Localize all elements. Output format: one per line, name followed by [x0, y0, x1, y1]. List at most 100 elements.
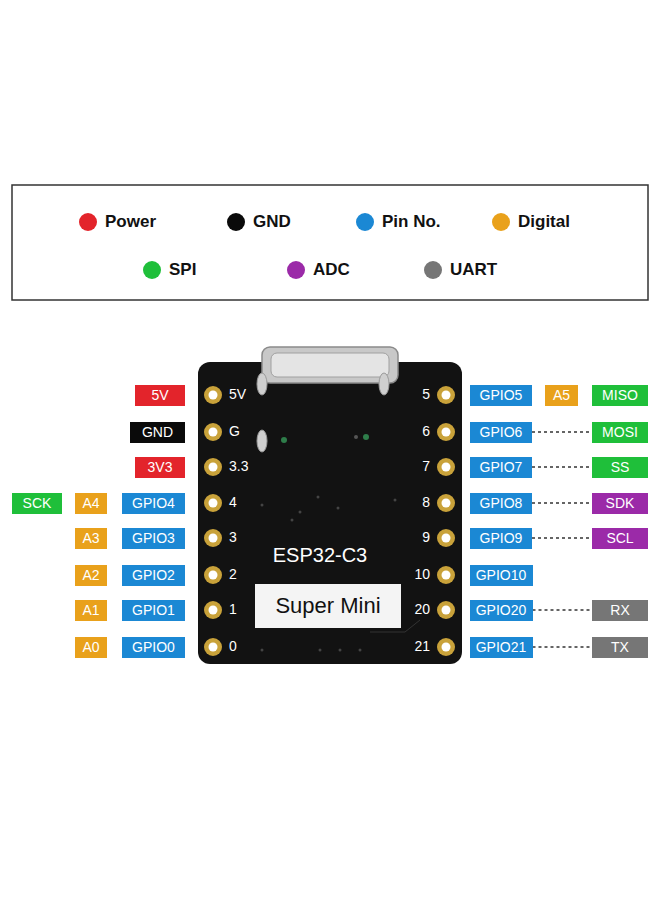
via	[359, 649, 362, 652]
dashed-leader	[533, 609, 593, 611]
legend-text: SPI	[169, 261, 196, 280]
castellated-pad	[437, 423, 455, 441]
gpio-pin-box: GPIO21	[470, 637, 533, 658]
gpio-pin-box: GPIO3	[122, 528, 185, 549]
silkscreen-pin-number: 3.3	[229, 459, 248, 474]
gpio-pin-box: GPIO2	[122, 565, 185, 586]
pad-hole	[442, 606, 451, 615]
analog-pin-box: A1	[75, 600, 107, 621]
pad-hole	[209, 499, 218, 508]
pin-name: GPIO9	[480, 528, 523, 549]
castellated-pad	[437, 458, 455, 476]
legend-text: Power	[105, 213, 156, 232]
gpio-pin-box: GPIO5	[470, 385, 532, 406]
pin-name: GND	[142, 422, 173, 443]
pad-column-right	[437, 386, 455, 656]
legend-text: ADC	[313, 261, 350, 280]
silkscreen-pin-number: 3	[229, 530, 237, 545]
pin-name: GPIO1	[132, 600, 175, 621]
castellated-pad	[437, 529, 455, 547]
pin-name: GPIO21	[476, 637, 527, 658]
smd-part	[379, 373, 389, 395]
pin-name: A0	[82, 637, 99, 658]
usb-c-port	[262, 347, 398, 383]
pin-name: GPIO10	[476, 565, 527, 586]
uart-pin-box: TX	[592, 637, 648, 658]
gpio-pin-box: GPIO6	[470, 422, 532, 443]
castellated-pad	[204, 529, 222, 547]
pad-hole	[442, 499, 451, 508]
power-pin-box: 3V3	[135, 457, 185, 478]
silkscreen-panel	[255, 584, 401, 628]
uart-pin-box: RX	[592, 600, 648, 621]
pin-name: TX	[611, 637, 629, 658]
pin-name: SDK	[606, 493, 635, 514]
pad-hole	[442, 534, 451, 543]
pad-hole	[442, 571, 451, 580]
legend-text: Pin No.	[382, 213, 441, 232]
castellated-pad	[437, 638, 455, 656]
smd-part	[257, 373, 267, 395]
pin-name: GPIO8	[480, 493, 523, 514]
via	[261, 504, 264, 507]
smd-led	[363, 434, 369, 440]
spi-pin-box: SCK	[12, 493, 62, 514]
castellated-pad	[204, 494, 222, 512]
pad-hole	[209, 571, 218, 580]
power-pin-box: 5V	[135, 385, 185, 406]
pin-name: A2	[82, 565, 99, 586]
pin-name: 5V	[151, 385, 168, 406]
pin-name: GPIO0	[132, 637, 175, 658]
board-name: Super Mini	[275, 594, 380, 618]
castellated-pad	[437, 601, 455, 619]
pad-hole	[209, 463, 218, 472]
pin-name: 3V3	[148, 457, 173, 478]
dashed-leader	[533, 646, 593, 648]
legend-text: UART	[450, 261, 497, 280]
dashed-leader	[532, 502, 592, 504]
silkscreen-pin-number: 20	[414, 602, 430, 617]
silkscreen-pin-number: 0	[229, 639, 237, 654]
pad-hole	[442, 391, 451, 400]
pin-name: GPIO2	[132, 565, 175, 586]
dashed-leader	[532, 431, 592, 433]
usb-c-port-face	[271, 353, 389, 377]
pin-name: SCK	[23, 493, 52, 514]
castellated-pad	[204, 423, 222, 441]
pin-name: SCL	[606, 528, 633, 549]
legend-text: Digital	[518, 213, 570, 232]
ground-pin-box: GND	[130, 422, 185, 443]
legend-swatch	[424, 261, 442, 279]
gpio-pin-box: GPIO20	[470, 600, 533, 621]
gpio-pin-box: GPIO8	[470, 493, 532, 514]
silkscreen-pin-number: 9	[422, 530, 430, 545]
pin-name: GPIO20	[476, 600, 527, 621]
castellated-pad	[204, 601, 222, 619]
via	[299, 511, 302, 514]
castellated-pad	[437, 494, 455, 512]
silkscreen-pin-number: G	[229, 424, 240, 439]
analog-pin-box: A2	[75, 565, 107, 586]
castellated-pad	[437, 386, 455, 404]
gpio-pin-box: GPIO0	[122, 637, 185, 658]
legend-swatch	[356, 213, 374, 231]
via	[339, 649, 342, 652]
silkscreen-pin-number: 21	[414, 639, 430, 654]
pin-name: GPIO7	[480, 457, 523, 478]
via	[291, 519, 294, 522]
gpio-pin-box: GPIO1	[122, 600, 185, 621]
pad-hole	[209, 428, 218, 437]
legend-swatch	[79, 213, 97, 231]
gpio-pin-box: GPIO4	[122, 493, 185, 514]
via	[394, 499, 397, 502]
silkscreen-pin-number: 2	[229, 567, 237, 582]
dashed-leader	[532, 537, 592, 539]
castellated-pad	[204, 386, 222, 404]
pad-hole	[442, 463, 451, 472]
smd-led	[281, 437, 287, 443]
pad-hole	[209, 643, 218, 652]
pin-name: A4	[82, 493, 99, 514]
analog-pin-box: A3	[75, 528, 107, 549]
legend-frame	[12, 185, 648, 300]
legend-text: GND	[253, 213, 291, 232]
